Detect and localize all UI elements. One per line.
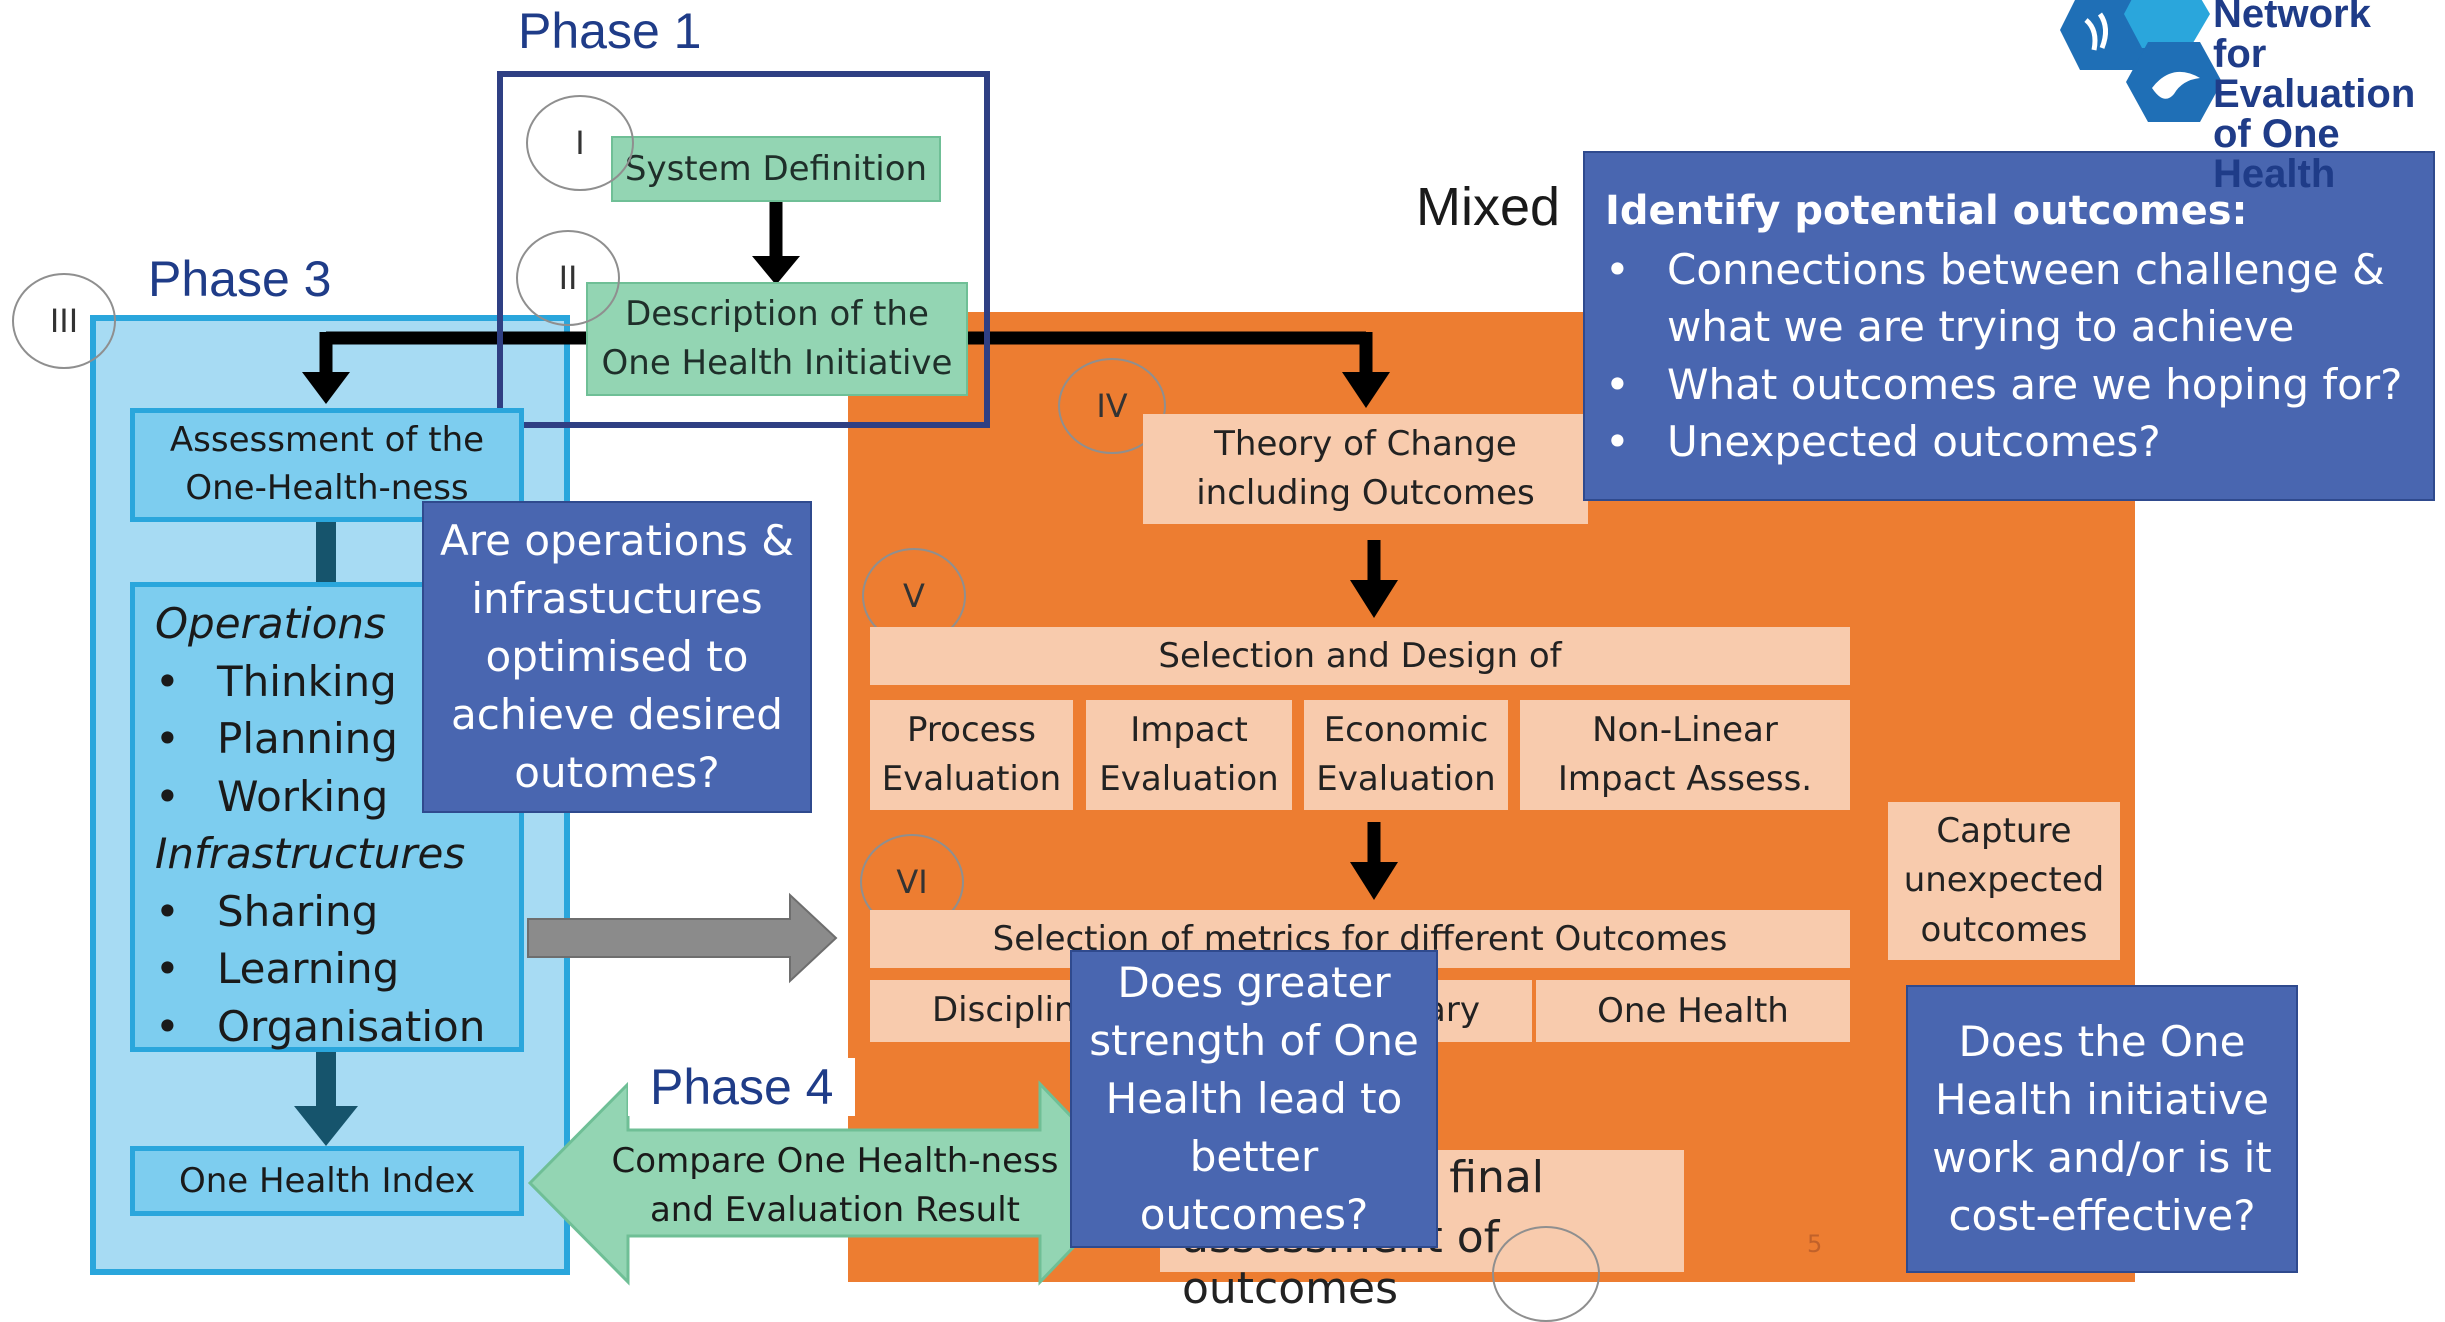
one-health-metric-box: One Health: [1536, 980, 1850, 1042]
slide-number: 5: [1807, 1230, 1823, 1258]
description-line-2: One Health Initiative: [601, 343, 953, 383]
initiative-line-2: Health initiative: [1935, 1075, 2269, 1125]
roman-bottom-circle: [1492, 1226, 1600, 1322]
arrow-head-description: [752, 256, 800, 285]
economic-line-1: Economic: [1323, 709, 1489, 750]
are-operations-note: Are operations & infrastuctures optimise…: [422, 501, 812, 813]
connector-assessment-operations: [316, 522, 336, 582]
identify-item-hoping: What outcomes are we hoping for?: [1605, 356, 2415, 414]
capture-unexpected-box: Capture unexpected outcomes: [1888, 802, 2120, 960]
connector-operations-index: [316, 1052, 336, 1112]
infrastructures-item-sharing: Sharing: [155, 883, 519, 941]
one-health-index-box: One Health Index: [130, 1146, 524, 1216]
infrastructures-item-organisation: Organisation: [155, 998, 519, 1056]
arrow-head-assessment: [302, 372, 350, 404]
logo-line-2: for Evaluation: [2213, 32, 2416, 116]
network-logo-text: Network for Evaluation of One Health: [2213, 0, 2445, 194]
identify-item-connections-line-1: Connections between challenge &: [1667, 244, 2385, 294]
identify-item-connections: Connections between challenge & what we …: [1605, 241, 2415, 356]
phase4-label: Phase 4: [628, 1058, 856, 1116]
roman-iv-circle: IV: [1058, 358, 1166, 454]
initiative-note: Does the One Health initiative work and/…: [1906, 985, 2298, 1273]
assessment-line-2: One-Health-ness: [185, 468, 469, 508]
operations-item-working: Working: [155, 768, 519, 826]
greater-line-5: outcomes?: [1139, 1189, 1369, 1239]
capture-line-1: Capture: [1936, 811, 2072, 852]
operations-box: Operations Thinking Planning Working Inf…: [130, 582, 524, 1055]
operations-list: Thinking Planning Working: [155, 653, 519, 826]
phase1-label: Phase 1: [518, 3, 702, 59]
economic-line-2: Evaluation: [1316, 759, 1496, 799]
are-operations-line-5: outomes?: [514, 747, 720, 797]
phase1-frame: [497, 71, 990, 428]
phase3-label: Phase 3: [148, 251, 332, 307]
description-box: Description of the One Health Initiative: [586, 282, 968, 396]
initiative-line-1: Does the One: [1958, 1017, 2246, 1067]
roman-iii-circle: III: [12, 273, 116, 369]
impact-evaluation-box: Impact Evaluation: [1086, 700, 1292, 810]
logo-line-3: of One Health: [2213, 112, 2340, 196]
are-operations-line-1: Are operations &: [440, 516, 794, 566]
compare-line-2: and Evaluation Result: [649, 1190, 1021, 1230]
roman-i-circle: I: [526, 95, 634, 191]
impact-line-1: Impact: [1130, 709, 1248, 750]
grey-arrow-right: [527, 892, 838, 984]
system-definition-box: System Definition: [611, 136, 941, 202]
greater-line-1: Does greater: [1117, 958, 1391, 1008]
initiative-line-3: work and/or is it: [1932, 1133, 2272, 1182]
are-operations-line-3: optimised to: [485, 632, 749, 682]
discipline-text: Disciplin: [932, 990, 1076, 1030]
greater-line-4: better: [1189, 1131, 1319, 1181]
non-linear-line-2: Impact Assess.: [1557, 759, 1813, 799]
theory-line-1: Theory of Change: [1214, 423, 1517, 464]
infrastructures-heading: Infrastructures: [155, 829, 466, 878]
identify-outcomes-note: Identify potential outcomes: Connections…: [1583, 151, 2435, 501]
identify-item-unexpected: Unexpected outcomes?: [1605, 413, 2415, 471]
theory-of-change-box: Theory of Change including Outcomes: [1143, 414, 1588, 524]
assessment-box: Assessment of the One-Health-ness: [130, 408, 524, 522]
final-line-1: t final: [1418, 1152, 1545, 1203]
roman-ii-circle: II: [516, 230, 620, 326]
process-line-1: Process: [907, 709, 1036, 750]
greater-strength-note: Does greater strength of One Health lead…: [1070, 950, 1438, 1248]
infrastructures-item-learning: Learning: [155, 940, 519, 998]
arrow-head-theory: [1342, 372, 1390, 408]
identify-list: Connections between challenge & what we …: [1605, 241, 2415, 471]
mixed-label: Mixed: [1416, 177, 1561, 237]
greater-line-3: Health lead to: [1105, 1074, 1403, 1124]
greater-line-2: strength of One: [1089, 1016, 1419, 1066]
non-linear-assessment-box: Non-Linear Impact Assess.: [1520, 700, 1850, 810]
initiative-line-4: cost-effective?: [1948, 1190, 2256, 1240]
network-logo-icon: [2060, 0, 2222, 122]
compare-line-1: Compare One Health-ness: [611, 1140, 1059, 1181]
connector-arrows: [294, 202, 1398, 1286]
are-operations-line-4: achieve desired: [451, 689, 783, 739]
selection-design-box: Selection and Design of: [870, 627, 1850, 685]
theory-line-2: including Outcomes: [1196, 473, 1535, 513]
identify-title: Identify potential outcomes:: [1605, 188, 2248, 234]
operations-item-planning: Planning: [155, 710, 519, 768]
operations-heading: Operations: [155, 599, 386, 648]
non-linear-line-1: Non-Linear: [1592, 709, 1778, 750]
infrastructures-list: Sharing Learning Organisation: [155, 883, 519, 1056]
impact-line-2: Evaluation: [1099, 759, 1279, 799]
capture-line-2: unexpected: [1903, 860, 2105, 901]
compare-text: Compare One Health-ness and Evaluation R…: [600, 1138, 1070, 1234]
economic-evaluation-box: Economic Evaluation: [1304, 700, 1508, 810]
are-operations-line-2: infrastuctures: [471, 574, 763, 624]
identify-item-connections-line-2: what we are trying to achieve: [1667, 302, 2295, 351]
capture-line-3: outcomes: [1920, 909, 2088, 950]
assessment-line-1: Assessment of the: [169, 420, 485, 461]
description-line-1: Description of the: [625, 293, 929, 334]
operations-item-thinking: Thinking: [155, 653, 519, 711]
logo-line-1: Network: [2213, 0, 2371, 36]
process-line-2: Evaluation: [881, 759, 1062, 799]
process-evaluation-box: Process Evaluation: [870, 700, 1073, 810]
